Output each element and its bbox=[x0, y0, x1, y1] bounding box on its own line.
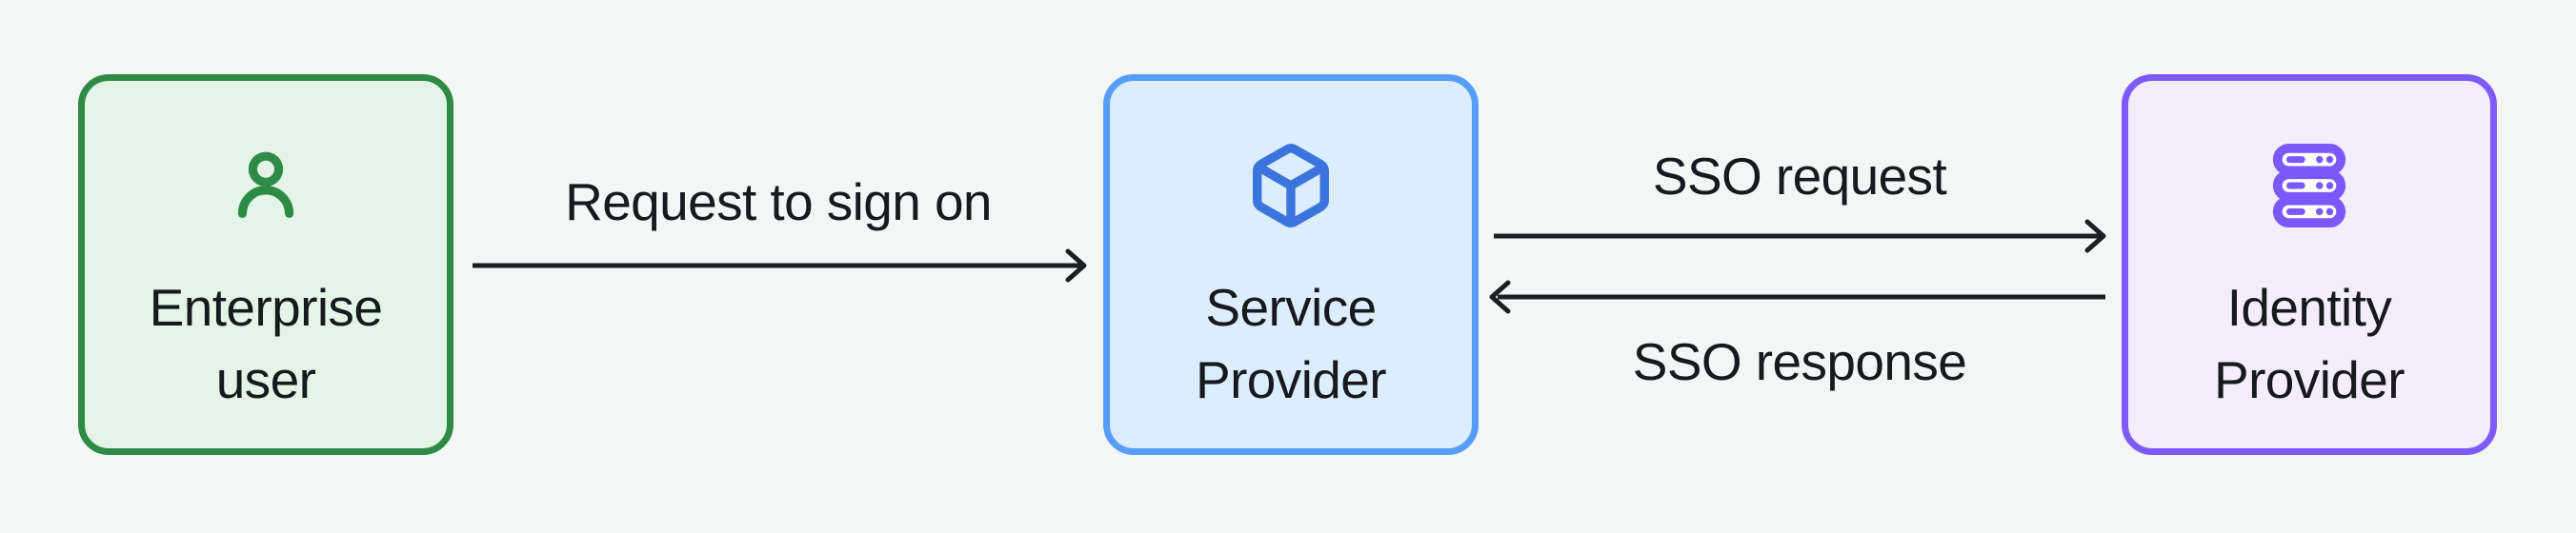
node-label-line1: Enterprise bbox=[149, 278, 383, 337]
user-icon bbox=[224, 140, 308, 231]
arrow-sso-request bbox=[1494, 219, 2106, 253]
arrowhead-left-icon bbox=[1489, 280, 1511, 314]
arrow-request-to-sign-on bbox=[473, 248, 1087, 283]
node-label-line1: Identity bbox=[2226, 278, 2392, 337]
arrowhead-right-icon bbox=[1065, 248, 1087, 283]
node-label-line1: Service bbox=[1205, 278, 1377, 337]
node-service-provider: Service Provider bbox=[1103, 74, 1479, 455]
edge-label-sso-response: SSO response bbox=[1632, 332, 1967, 391]
node-identity-provider: Identity Provider bbox=[2122, 74, 2497, 455]
node-label-line2: user bbox=[215, 350, 316, 409]
edge-label-sso-request: SSO request bbox=[1652, 147, 1947, 206]
node-label-line2: Provider bbox=[2214, 350, 2405, 409]
arrow-sso-response bbox=[1489, 280, 2105, 314]
node-label: Enterprise user bbox=[150, 271, 383, 416]
arrowhead-right-icon bbox=[2084, 219, 2106, 253]
node-enterprise-user: Enterprise user bbox=[78, 74, 453, 455]
node-label-line2: Provider bbox=[1196, 350, 1387, 409]
server-icon bbox=[2268, 140, 2350, 231]
cube-icon bbox=[1246, 140, 1336, 231]
node-label: Service Provider bbox=[1196, 271, 1387, 416]
edge-label-request-to-sign-on: Request to sign on bbox=[565, 172, 992, 231]
node-label: Identity Provider bbox=[2214, 271, 2405, 416]
